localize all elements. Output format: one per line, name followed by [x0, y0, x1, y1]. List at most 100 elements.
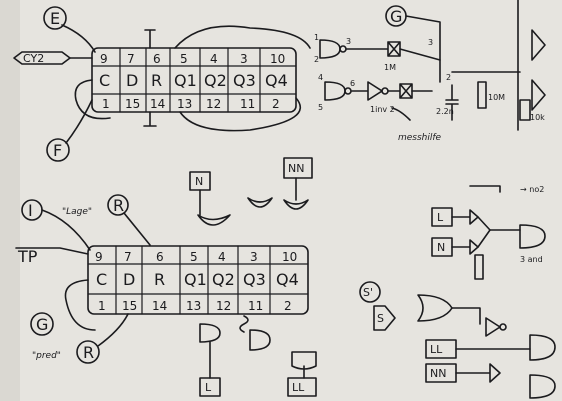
bottom-right-and-gate	[519, 224, 546, 249]
top-right-resistor	[519, 99, 531, 121]
bottom-wire-i	[41, 209, 91, 251]
bottom-box-nn-label: NN	[288, 162, 304, 175]
bottom-gate-c	[283, 199, 309, 210]
top-capacitor	[445, 84, 459, 121]
bottom-circle-r1	[107, 194, 129, 216]
bottom-pin-5: 5	[190, 250, 198, 264]
bottom-right-nn: NN	[430, 367, 446, 380]
bottom-circle-r2	[76, 340, 100, 364]
top-pin-12: 12	[206, 97, 221, 111]
top-switch-a	[345, 41, 401, 57]
top-arrow-messhilfe	[391, 107, 411, 121]
top-cap-value: 2.2n	[436, 107, 454, 116]
top-pin-6: 6	[153, 52, 161, 66]
top-pin-3: 3	[240, 52, 248, 66]
top-cap-label-2: 2	[446, 73, 451, 82]
top-sig-c: C	[99, 71, 110, 90]
bottom-sig-q1: Q1	[184, 270, 207, 289]
bottom-right-diode-b	[451, 239, 479, 255]
bottom-wire-r1	[123, 212, 151, 246]
bottom-right-wires-lower	[455, 348, 531, 383]
bottom-sig-q4: Q4	[276, 270, 299, 289]
paper-edge	[0, 0, 20, 401]
bottom-resistor-zigzag	[239, 315, 249, 333]
top-pin-13: 13	[177, 97, 192, 111]
bottom-right-arrow-label: → no2	[520, 185, 544, 194]
bottom-sig-q3: Q3	[243, 270, 266, 289]
top-res-10m: 10M	[488, 93, 505, 102]
bottom-circle-g	[30, 312, 54, 336]
top-wire-r-ground	[144, 29, 156, 49]
bottom-right-diode-a	[451, 209, 479, 225]
top-sig-r: R	[151, 71, 162, 90]
bottom-box-l	[199, 377, 221, 397]
top-pin-2: 2	[272, 97, 280, 111]
bottom-right-resistor	[474, 254, 484, 280]
top-cy-input-label: CY2	[23, 52, 44, 65]
top-res-1m: 1M	[384, 63, 396, 72]
bottom-sig-c: C	[96, 270, 107, 289]
bottom-right-and-gate-2	[529, 334, 556, 361]
top-wire-q4-loop	[179, 97, 302, 132]
bottom-pin-4: 4	[218, 250, 226, 264]
top-gate-pin-4: 4	[318, 73, 323, 82]
bottom-right-inverter	[485, 317, 501, 337]
bottom-circle-r1-label: R	[113, 196, 124, 215]
bottom-chip-cols	[115, 245, 271, 315]
bottom-pin-2: 2	[284, 299, 292, 313]
bottom-gate-e	[249, 329, 271, 351]
top-pin-4: 4	[210, 52, 218, 66]
bottom-right-xor-gate	[417, 294, 453, 322]
top-gate-pin-5: 5	[318, 103, 323, 112]
bottom-pin-1: 1	[98, 299, 106, 313]
top-circle-f-label: F	[53, 141, 62, 160]
bottom-pin-10: 10	[282, 250, 297, 264]
top-right-buffers	[517, 0, 546, 131]
top-sig-q4: Q4	[265, 71, 288, 90]
top-gate-pin-1: 1	[314, 33, 319, 42]
bottom-pin-6: 6	[156, 250, 164, 264]
bottom-box-ll-label: LL	[292, 381, 305, 394]
top-circle-g-label: G	[390, 7, 402, 26]
bottom-gate-b	[247, 197, 273, 208]
top-pin-14: 14	[150, 97, 165, 111]
bottom-pin-9: 9	[95, 250, 103, 264]
bottom-quote-bottom: "pred"	[32, 351, 61, 361]
bottom-gate-a	[197, 214, 231, 226]
top-inverter	[351, 81, 383, 101]
top-gate-pin-2: 2	[314, 55, 319, 64]
bottom-box-n-label: N	[195, 175, 203, 188]
top-gate-bubble-b	[344, 87, 352, 95]
top-sig-q1: Q1	[174, 71, 197, 90]
top-schematic: E CY2 9 7 6 5 4 3 10 C D R Q1 Q2 Q3 Q4 1…	[13, 0, 546, 162]
top-circle-e-label: E	[50, 9, 60, 28]
top-wire-q1-loop	[174, 25, 311, 49]
top-circle-e	[43, 6, 67, 30]
top-chip-cols	[119, 47, 261, 113]
bottom-pin-7: 7	[124, 250, 132, 264]
top-chip-rows	[91, 65, 297, 95]
top-wire-loop-left	[74, 79, 111, 120]
top-pin-11: 11	[240, 97, 255, 111]
top-resistor-10m	[477, 81, 487, 109]
bottom-right-inverter-bubble	[499, 323, 507, 331]
top-switch-b	[387, 83, 413, 99]
top-pin-15: 15	[125, 97, 140, 111]
bottom-box-l-label: L	[205, 381, 212, 394]
top-wire-f	[65, 99, 93, 144]
bottom-gate-d	[199, 323, 221, 343]
bottom-quote-top: "Lage"	[62, 207, 92, 217]
top-pin-9: 9	[100, 52, 108, 66]
bottom-sig-q2: Q2	[212, 270, 235, 289]
top-cap-label-3: 3	[428, 38, 433, 47]
bottom-right-ll: LL	[430, 343, 443, 356]
bottom-wire-r2	[97, 313, 129, 347]
bottom-box-nn	[283, 157, 313, 179]
top-wire-g	[405, 15, 441, 61]
top-gate-pin-6: 6	[350, 79, 355, 88]
bottom-schematic: N NN I "Lage" R TP 9 7 6 5 4 3 10 C D	[15, 157, 556, 399]
bottom-wire-tp	[15, 247, 89, 255]
top-pin-5: 5	[180, 52, 188, 66]
